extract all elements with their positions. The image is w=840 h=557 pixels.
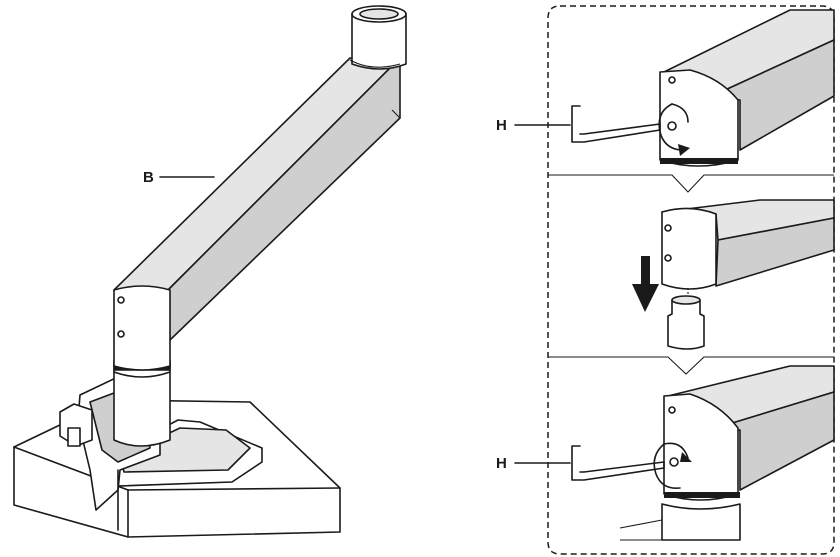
monitor-arm [113, 5, 407, 371]
step-divider-1 [548, 174, 834, 193]
step1-arm-detail [659, 9, 835, 167]
step2-arm-detail [661, 199, 835, 300]
rotate-icon [658, 103, 690, 156]
pole [113, 359, 171, 447]
rotate-bottom-icon [653, 442, 692, 490]
hex-key-top-callout-label: H [496, 117, 507, 134]
pole-top-detail [667, 295, 705, 350]
down-arrow-icon [632, 256, 659, 312]
hex-key-bottom-icon [571, 445, 665, 481]
step3-arm-detail [619, 365, 835, 541]
step-divider-2 [548, 356, 834, 375]
hex-key-bottom-callout-label: H [496, 455, 507, 472]
hex-key-icon [571, 105, 661, 143]
arm-callout-label: B [143, 169, 154, 186]
